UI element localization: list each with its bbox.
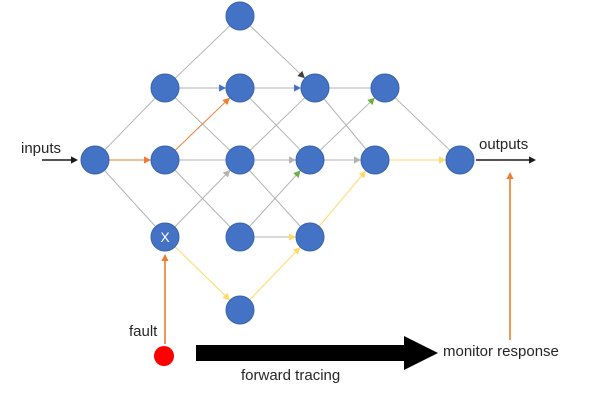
node-a2 — [225, 73, 255, 103]
edge-arrowhead — [289, 156, 296, 164]
edge-arrowhead — [144, 156, 151, 164]
node-in — [80, 145, 110, 175]
edge-arrowhead — [358, 170, 366, 179]
edge-arrowhead — [161, 254, 169, 261]
node-a1 — [150, 73, 180, 103]
edge-b2-a3 — [249, 97, 306, 151]
edge-c3-b4 — [318, 170, 367, 227]
fault-site-node — [150, 222, 180, 252]
edge-arrowhead — [289, 233, 296, 241]
edge-a4-out — [394, 97, 451, 151]
edge-arrowhead — [439, 156, 446, 164]
edge-arrowhead — [354, 156, 361, 164]
edge-bot-c3 — [249, 246, 301, 301]
edge-arrowhead — [367, 97, 375, 106]
node-c2 — [225, 222, 255, 252]
edge-x-bot — [174, 246, 231, 301]
edge-arrowhead — [222, 97, 230, 106]
edge-a1-top — [174, 25, 231, 79]
label-monitor-response: monitor response — [443, 343, 559, 360]
node-b2 — [225, 145, 255, 175]
node-top — [225, 1, 255, 31]
node-b4 — [360, 145, 390, 175]
edge-arrowhead — [293, 170, 301, 178]
edge-b1-c2 — [174, 169, 231, 228]
edge-arrowhead — [222, 292, 230, 301]
edge-in-a1 — [104, 97, 156, 151]
edge-arrowhead — [297, 70, 305, 79]
node-b3 — [295, 145, 325, 175]
fault-dot — [154, 346, 174, 366]
edge-arrowhead — [219, 84, 226, 92]
edge-in-x — [104, 170, 156, 227]
label-inputs: inputs — [21, 140, 62, 157]
edge-b3-a4 — [319, 97, 376, 151]
node-b1 — [150, 145, 180, 175]
edge-top-a3 — [249, 25, 306, 79]
edge-c2-b3 — [249, 170, 301, 227]
edge-arrowhead — [292, 247, 301, 255]
node-out — [445, 145, 475, 175]
edge-arrowhead — [222, 170, 231, 178]
node-a3 — [300, 73, 330, 103]
edge-a3-b4 — [323, 98, 367, 150]
edge-arrowhead — [529, 156, 536, 164]
label-forward-tracing: forward tracing — [241, 367, 341, 384]
edge-arrowhead — [506, 172, 514, 179]
fault-node-label: X — [160, 229, 170, 245]
edge-b1-a2 — [174, 97, 231, 151]
label-fault: fault — [129, 323, 158, 340]
node-bot — [225, 295, 255, 325]
node-c3 — [295, 222, 325, 252]
edge-a2-b3 — [249, 97, 301, 151]
label-outputs: outputs — [479, 136, 529, 153]
forward-tracing-arrow — [196, 336, 438, 370]
node-a4 — [370, 73, 400, 103]
edge-arrowhead — [71, 156, 78, 164]
edge-arrowhead — [294, 84, 301, 92]
